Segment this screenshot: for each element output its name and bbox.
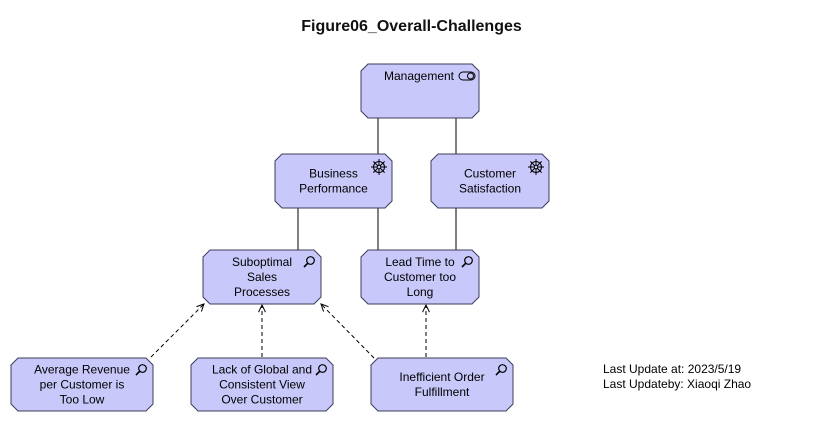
node-box xyxy=(370,357,514,412)
node-label-line: Long xyxy=(407,285,434,299)
capability-toggle-icon xyxy=(458,71,476,81)
node-label-line: Over Customer xyxy=(221,393,302,407)
arrowhead-icon xyxy=(196,303,205,312)
node-label-line: Lack of Global and xyxy=(212,363,312,377)
edges-layer xyxy=(150,118,457,359)
node-box xyxy=(430,153,550,209)
node-label-line: Business xyxy=(309,167,358,181)
node-label-line: Customer xyxy=(464,167,516,181)
edge-inefficient-order-fulfillment-to-lead-time xyxy=(422,303,430,357)
node-label-line: Average Revenue xyxy=(34,363,130,377)
node-label-line: Too Low xyxy=(60,393,105,407)
node-label-line: Fulfillment xyxy=(415,385,470,399)
node-label-line: Performance xyxy=(299,182,368,196)
node-box xyxy=(202,249,322,305)
node-management[interactable]: Management xyxy=(360,63,480,119)
driver-wheel-icon xyxy=(528,159,544,175)
node-label-line: Customer too xyxy=(384,270,456,284)
assessment-magnifier-icon xyxy=(495,364,507,376)
assessment-magnifier-icon xyxy=(315,364,327,376)
diagram-title: Figure06_Overall-Challenges xyxy=(301,18,522,35)
edge-average-revenue-to-suboptimal-sales-processes xyxy=(150,303,205,358)
node-label-line: Management xyxy=(384,69,455,83)
driver-wheel-icon xyxy=(371,159,387,175)
node-label-line: Inefficient Order xyxy=(399,370,484,384)
node-label-line: Consistent View xyxy=(219,378,305,392)
edge-lack-of-global-view-to-suboptimal-sales-processes xyxy=(258,303,266,357)
node-box xyxy=(274,153,393,209)
update-info: Last Update at: 2023/5/19 Last Updateby:… xyxy=(603,362,751,392)
node-box xyxy=(360,63,480,119)
node-label-line: Satisfaction xyxy=(459,182,521,196)
node-label-line: Lead Time to xyxy=(385,255,455,269)
edge-inefficient-order-fulfillment-to-suboptimal-sales-processes xyxy=(320,303,375,359)
node-box xyxy=(10,357,154,412)
node-box xyxy=(360,249,480,305)
node-box xyxy=(190,357,334,412)
node-label-line: Sales xyxy=(247,270,277,284)
assessment-magnifier-icon xyxy=(461,256,473,268)
arrowhead-icon xyxy=(422,303,430,313)
last-update-date: Last Update at: 2023/5/19 xyxy=(603,362,742,376)
assessment-magnifier-icon xyxy=(303,256,315,268)
arrowhead-icon xyxy=(258,303,266,313)
last-update-author: Last Updateby: Xiaoqi Zhao xyxy=(603,377,752,391)
assessment-magnifier-icon xyxy=(135,364,147,376)
node-label-line: per Customer is xyxy=(40,378,125,392)
arrowhead-icon xyxy=(320,303,329,312)
node-label-line: Processes xyxy=(234,285,290,299)
node-label-line: Suboptimal xyxy=(232,255,292,269)
